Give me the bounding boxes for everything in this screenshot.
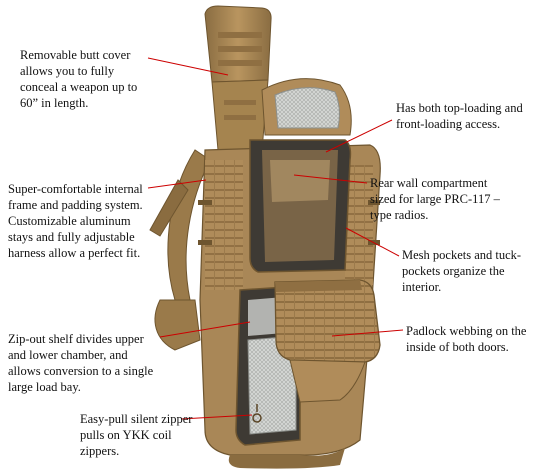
callout-mesh-pockets: Mesh pockets and tuck- pockets organize … [402, 248, 522, 294]
butt-cover [204, 5, 272, 151]
callout-rear-wall: Rear wall compartment sized for large PR… [370, 176, 500, 222]
callout-zipper: Easy-pull silent zipper pulls on YKK coi… [80, 412, 193, 458]
callout-access: Has both top-loading and front-loading a… [396, 101, 523, 131]
bottom-base [228, 448, 345, 469]
zipper-pull [252, 404, 262, 423]
leader-line-access [325, 119, 393, 153]
upper-compartment [249, 139, 352, 273]
callout-shelf: Zip-out shelf divides upper and lower ch… [8, 332, 154, 394]
callout-padlock: Padlock webbing on the inside of both do… [406, 324, 527, 354]
front-door [274, 279, 381, 403]
leader-line-shelf [159, 321, 251, 338]
shoulder-harness [149, 149, 211, 351]
top-lid [261, 78, 352, 136]
leader-line-rear-wall [293, 174, 368, 184]
leader-lines [147, 57, 404, 420]
leader-line-mesh-pockets [345, 227, 400, 257]
callout-frame: Super-comfortable internal frame and pad… [8, 182, 143, 260]
leader-line-padlock [331, 329, 404, 337]
leader-line-butt-cover [147, 57, 229, 76]
leader-line-frame [147, 179, 207, 189]
leader-line-zipper [180, 414, 253, 420]
callout-butt-cover: Removable butt cover allows you to fully… [20, 48, 138, 110]
